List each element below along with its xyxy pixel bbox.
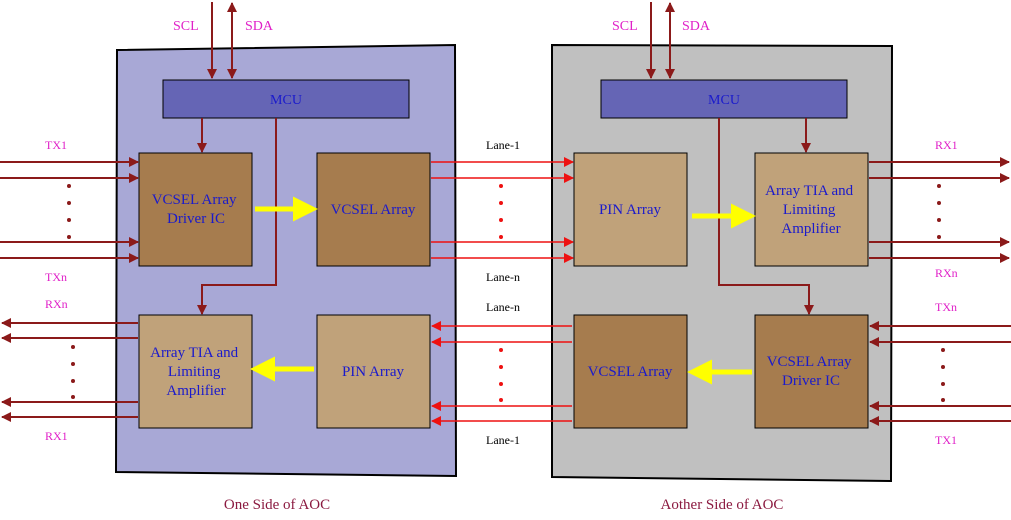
left-pin-block xyxy=(316,314,431,429)
left-caption: One Side of AOC xyxy=(224,497,330,513)
right-tx-ellipsis xyxy=(941,348,945,402)
right-tia-block xyxy=(754,152,869,267)
right-tia-line-1: Array TIA and xyxy=(765,183,854,199)
right-driver-label: VCSEL Array Driver IC xyxy=(767,354,856,389)
right-tia-label: Array TIA and Limiting Amplifier xyxy=(765,183,857,237)
left-vcsel-label: VCSEL Array xyxy=(331,202,416,218)
right-driver-line-1: VCSEL Array xyxy=(767,354,852,370)
left-tia-line-2: Limiting xyxy=(168,364,221,380)
left-driver-line-2: Driver IC xyxy=(167,211,225,227)
lane-n-bottom-label: Lane-n xyxy=(486,300,520,314)
right-driver-line-2: Driver IC xyxy=(782,373,840,389)
left-mcu-label: MCU xyxy=(270,93,302,108)
right-vcsel-block xyxy=(573,314,688,429)
right-rx1-label: RX1 xyxy=(935,138,958,152)
right-tx1-label: TX1 xyxy=(935,433,957,447)
left-driver-block xyxy=(138,152,253,267)
left-mcu-to-tia xyxy=(197,118,277,315)
right-rxn-label: RXn xyxy=(935,266,958,280)
lane-1-bottom-label: Lane-1 xyxy=(486,433,520,447)
right-vcsel-label: VCSEL Array xyxy=(588,364,673,380)
right-caption: Aother Side of AOC xyxy=(661,497,784,513)
left-tia-label: Array TIA and Limiting Amplifier xyxy=(150,345,242,399)
right-txn-label: TXn xyxy=(935,300,957,314)
right-pin-block xyxy=(573,152,688,267)
right-mcu-to-driver xyxy=(718,118,814,315)
right-tia-line-3: Amplifier xyxy=(781,221,840,237)
left-rxn-label: RXn xyxy=(45,297,68,311)
left-scl-label: SCL xyxy=(173,19,199,34)
right-pin-label: PIN Array xyxy=(599,202,662,218)
lane-bottom-ellipsis xyxy=(499,348,503,402)
right-driver-block xyxy=(754,314,869,429)
left-rx1-label: RX1 xyxy=(45,429,68,443)
left-vcsel-block xyxy=(316,152,431,267)
left-tia-line-1: Array TIA and xyxy=(150,345,239,361)
left-driver-line-1: VCSEL Array xyxy=(152,192,237,208)
right-mcu-block xyxy=(600,79,848,119)
right-rx-ellipsis xyxy=(937,184,941,239)
lane-n-top-label: Lane-n xyxy=(486,270,520,284)
left-pin-label: PIN Array xyxy=(342,364,405,380)
right-sda-label: SDA xyxy=(682,19,711,34)
lane-top-ellipsis xyxy=(499,184,503,239)
left-mcu-block xyxy=(162,79,410,119)
left-tx1-label: TX1 xyxy=(45,138,67,152)
left-tia-line-3: Amplifier xyxy=(166,383,225,399)
right-mcu-label: MCU xyxy=(708,93,740,108)
left-sda-label: SDA xyxy=(245,19,274,34)
left-tx-ellipsis xyxy=(67,184,71,239)
left-rx-ellipsis xyxy=(71,345,75,399)
right-tia-line-2: Limiting xyxy=(783,202,836,218)
left-txn-label: TXn xyxy=(45,270,67,284)
lane-1-top-label: Lane-1 xyxy=(486,138,520,152)
left-driver-label: VCSEL Array Driver IC xyxy=(152,192,241,227)
left-tia-block xyxy=(138,314,253,429)
right-scl-label: SCL xyxy=(612,19,638,34)
